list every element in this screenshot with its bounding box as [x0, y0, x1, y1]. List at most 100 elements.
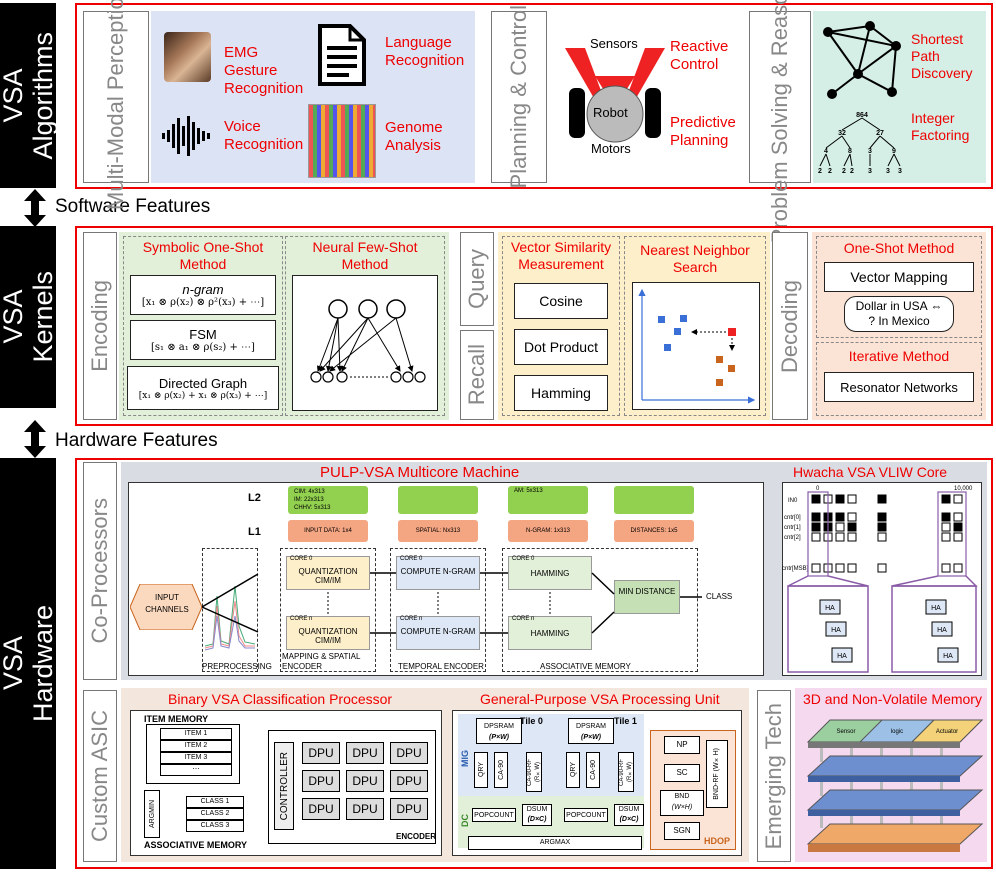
compute-label: COMPUTE N-GRAM [400, 567, 476, 576]
oneshot-panel [816, 236, 982, 338]
emg-label: EMG Gesture Recognition [224, 44, 304, 97]
graph-box: Directed Graph [x₁ ⊗ ρ(x₂) + x₁ ⊗ ρ(x₃) … [127, 366, 279, 410]
l2-label: L2 [248, 492, 261, 504]
class-row: CLASS 2 [186, 808, 244, 820]
nns-title: Nearest Neighbor Search [640, 242, 750, 275]
dpu-block: DPU [302, 770, 340, 792]
resonator-box: Resonator Networks [824, 372, 974, 402]
class-row: CLASS 3 [186, 820, 244, 832]
dpu-block: DPU [346, 770, 384, 792]
graph-diagram [823, 21, 901, 99]
l2-mem-cim: CIM: 4x313 IM: 22x313 CHHV: 5x313 [288, 486, 368, 514]
assoc-memory-label: ASSOCIATIVE MEMORY [144, 840, 248, 850]
iterative-title: Iterative Method [848, 348, 950, 364]
dpu-block: DPU [390, 742, 428, 764]
graph-formula: [x₁ ⊗ ρ(x₂) + x₁ ⊗ ρ(x₃) + ⋯] [138, 390, 268, 401]
tree-node: 3 [868, 148, 872, 155]
mem-text: CHHV: 5x313 [294, 505, 331, 511]
item-row: ITEM 1 [160, 728, 232, 740]
genome-label: Genome Analysis [385, 119, 443, 154]
voice-label: Voice Recognition [224, 118, 304, 153]
neural-panel [285, 236, 445, 416]
encoder-block [268, 730, 436, 844]
np-block: NP [664, 736, 700, 754]
vsm-panel [502, 236, 620, 416]
dpu-block: DPU [302, 798, 340, 820]
hw-row: cntr[MSB] [782, 566, 809, 572]
mig-label: MIG [460, 750, 470, 767]
bnd-dim: (W×H) [671, 804, 693, 811]
hw-idx: 10,000 [954, 486, 973, 492]
dot-product-label: Dot Product [524, 339, 598, 355]
band-label-line2: Algorithms [28, 31, 58, 160]
cosine-box: Cosine [514, 283, 608, 319]
l1-ngram: N-GRAM: 1x313 [508, 520, 588, 542]
mem-text: IM: 22x313 [294, 497, 324, 503]
bndrf-label: BND-RF (W×H) [713, 748, 720, 800]
class-row: CLASS 1 [186, 796, 244, 808]
l1-spatial: SPATIAL: Nx313 [398, 520, 478, 542]
argmin-block: ARGMIN [144, 790, 160, 838]
mem-text: N-GRAM: 1x313 [525, 528, 570, 534]
iterative-panel [816, 342, 982, 416]
graph-title: Directed Graph [158, 375, 248, 391]
item-text: ⋯ [192, 766, 200, 773]
assoc-label: ASSOCIATIVE MEMORY [540, 662, 631, 671]
argmin-label: ARGMIN [148, 800, 156, 828]
3d-stack-diagram: Sensor logic Actuator [806, 719, 984, 852]
dot-product-box: Dot Product [514, 329, 608, 365]
dpu-block: DPU [302, 742, 340, 764]
class-output-label: CLASS [706, 592, 733, 601]
oneshot-title: One-Shot Method [843, 240, 955, 256]
band-label-line1: VSA [0, 68, 28, 123]
tile0-label: Tile 0 [520, 716, 543, 726]
item-row: ITEM 3 [160, 752, 232, 764]
hw-row: cntr[2] [784, 535, 801, 541]
hamming-box: Hamming [514, 375, 608, 411]
l2-mem-spatial [398, 486, 478, 514]
mem-text: SPATIAL: Nx313 [415, 528, 461, 534]
preprocessing-panel [202, 548, 258, 672]
nns-plot-box [632, 282, 760, 410]
layer-label: Actuator [936, 729, 958, 735]
fsm-box: FSM [s₁ ⊗ a₁ ⊗ ρ(s₂) + ⋯] [130, 320, 276, 360]
pulp-connectors [201, 572, 702, 634]
dsum-block: DSUM(D×C) [522, 804, 552, 826]
emerging-tech-label: Emerging Tech [757, 690, 791, 862]
hw-row: IN0 [788, 498, 798, 504]
planning-control-label: Planning & Control [491, 5, 547, 189]
integer-factoring-label: Integer Factoring [911, 110, 970, 143]
np-label: NP [676, 740, 688, 749]
hdop-label: HDOP [704, 836, 731, 846]
resonator-label: Resonator Networks [840, 379, 958, 395]
ha-label: HA [831, 627, 841, 634]
emg-hand-image [164, 32, 211, 82]
sc-label: SC [676, 768, 688, 777]
l2-mem-am: AM: 5x313 [508, 486, 588, 514]
hamming-block-n: HAMMING [508, 616, 592, 650]
hamming-label: Hamming [531, 385, 591, 401]
controller-block: CONTROLLER [274, 742, 294, 830]
bnd-block: BND (W×H) [660, 790, 704, 816]
item-text: ITEM 1 [184, 730, 208, 737]
kernels-frame [75, 226, 993, 426]
tree-node: 2 [842, 168, 846, 175]
sensors-label: Sensors [590, 36, 638, 51]
tree-node: 32 [838, 130, 846, 137]
hardware-frame [75, 458, 993, 869]
item-memory-label: ITEM MEMORY [144, 714, 209, 724]
motors-label: Motors [591, 141, 631, 156]
mapping-label: MAPPING & SPATIAL ENCODER [282, 652, 361, 671]
dollar-line1: Dollar in USA ⇔ [855, 299, 943, 313]
vector-mapping-box: Vector Mapping [824, 262, 974, 292]
layer-label: logic [891, 729, 903, 735]
dollar-line2: ? In Mexico [868, 314, 930, 328]
nvm-title: 3D and Non-Volatile Memory [803, 691, 982, 707]
l1-input-data: INPUT DATA: 1x4 [288, 520, 368, 542]
tree-node: 864 [856, 112, 868, 119]
nns-panel [624, 236, 766, 416]
bndrf-block: BND-RF (W×H) [706, 740, 728, 808]
l1-label: L1 [248, 526, 261, 538]
algorithms-frame [75, 3, 993, 189]
